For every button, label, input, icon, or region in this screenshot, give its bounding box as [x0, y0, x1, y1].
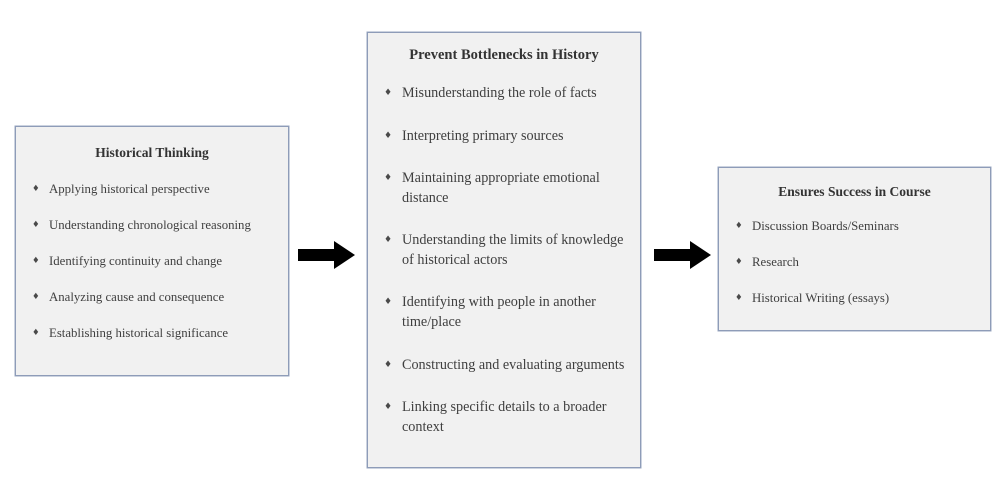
box-title-prevent-bottlenecks: Prevent Bottlenecks in History: [409, 47, 599, 63]
list-item-label: Identifying with people in another time/…: [402, 294, 596, 331]
list-item: ♦ Applying historical perspective: [32, 181, 278, 198]
list-item: ♦ Historical Writing (essays): [735, 290, 980, 307]
list-item-label: Interpreting primary sources: [402, 127, 564, 144]
bullet-list-ensures-success: ♦ Discussion Boards/Seminars ♦ Research …: [719, 218, 990, 307]
list-item: ♦ Understanding the limits of knowledge …: [384, 230, 628, 270]
list-item: ♦ Discussion Boards/Seminars: [735, 218, 980, 235]
list-item-label: Research: [752, 255, 799, 270]
box-title-historical-thinking: Historical Thinking: [95, 145, 209, 160]
box-title-ensures-success: Ensures Success in Course: [778, 184, 931, 199]
list-item-label: Linking specific details to a broader co…: [402, 398, 607, 435]
flow-box-prevent-bottlenecks: Prevent Bottlenecks in History ♦ Misunde…: [367, 32, 641, 468]
list-item-label: Applying historical perspective: [49, 182, 210, 197]
diamond-bullet-icon: ♦: [384, 172, 393, 183]
list-item: ♦ Identifying continuity and change: [32, 253, 278, 270]
list-item-label: Analyzing cause and consequence: [49, 289, 225, 304]
diamond-bullet-icon: ♦: [384, 235, 393, 246]
diamond-bullet-icon: ♦: [32, 291, 40, 302]
list-item-label: Understanding chronological reasoning: [49, 218, 251, 233]
diamond-bullet-icon: ♦: [735, 292, 743, 303]
diamond-bullet-icon: ♦: [735, 257, 743, 268]
flow-box-historical-thinking: Historical Thinking ♦ Applying historica…: [15, 126, 289, 376]
diamond-bullet-icon: ♦: [384, 359, 393, 370]
list-item: ♦ Constructing and evaluating arguments: [384, 355, 628, 375]
flow-box-ensures-success: Ensures Success in Course ♦ Discussion B…: [718, 167, 991, 331]
diamond-bullet-icon: ♦: [735, 221, 743, 232]
diamond-bullet-icon: ♦: [32, 255, 40, 266]
list-item-label: Identifying continuity and change: [49, 253, 223, 268]
list-item: ♦ Linking specific details to a broader …: [384, 397, 628, 437]
list-item-label: Constructing and evaluating arguments: [402, 356, 625, 373]
list-item-label: Maintaining appropriate emotional distan…: [402, 169, 600, 206]
list-item: ♦ Misunderstanding the role of facts: [384, 83, 628, 103]
list-item: ♦ Identifying with people in another tim…: [384, 292, 628, 332]
right-block-arrow-icon: [298, 239, 356, 271]
diamond-bullet-icon: ♦: [384, 401, 393, 412]
list-item: ♦ Interpreting primary sources: [384, 126, 628, 146]
diamond-bullet-icon: ♦: [384, 130, 393, 141]
list-item-label: Establishing historical significance: [49, 325, 229, 340]
list-item-label: Misunderstanding the role of facts: [402, 85, 597, 102]
bullet-list-prevent-bottlenecks: ♦ Misunderstanding the role of facts ♦ I…: [368, 83, 640, 437]
diamond-bullet-icon: ♦: [32, 220, 40, 231]
list-item: ♦ Analyzing cause and consequence: [32, 289, 278, 306]
list-item: ♦ Understanding chronological reasoning: [32, 217, 278, 234]
diamond-bullet-icon: ♦: [32, 184, 40, 195]
list-item-label: Historical Writing (essays): [752, 290, 890, 305]
diamond-bullet-icon: ♦: [384, 88, 393, 99]
list-item: ♦ Establishing historical significance: [32, 325, 278, 342]
list-item: ♦ Maintaining appropriate emotional dist…: [384, 168, 628, 208]
bullet-list-historical-thinking: ♦ Applying historical perspective ♦ Unde…: [16, 181, 288, 341]
list-item-label: Discussion Boards/Seminars: [752, 219, 899, 234]
diamond-bullet-icon: ♦: [384, 297, 393, 308]
list-item: ♦ Research: [735, 254, 980, 271]
diamond-bullet-icon: ♦: [32, 327, 40, 338]
list-item-label: Understanding the limits of knowledge of…: [402, 232, 624, 269]
right-block-arrow-icon: [654, 239, 712, 271]
